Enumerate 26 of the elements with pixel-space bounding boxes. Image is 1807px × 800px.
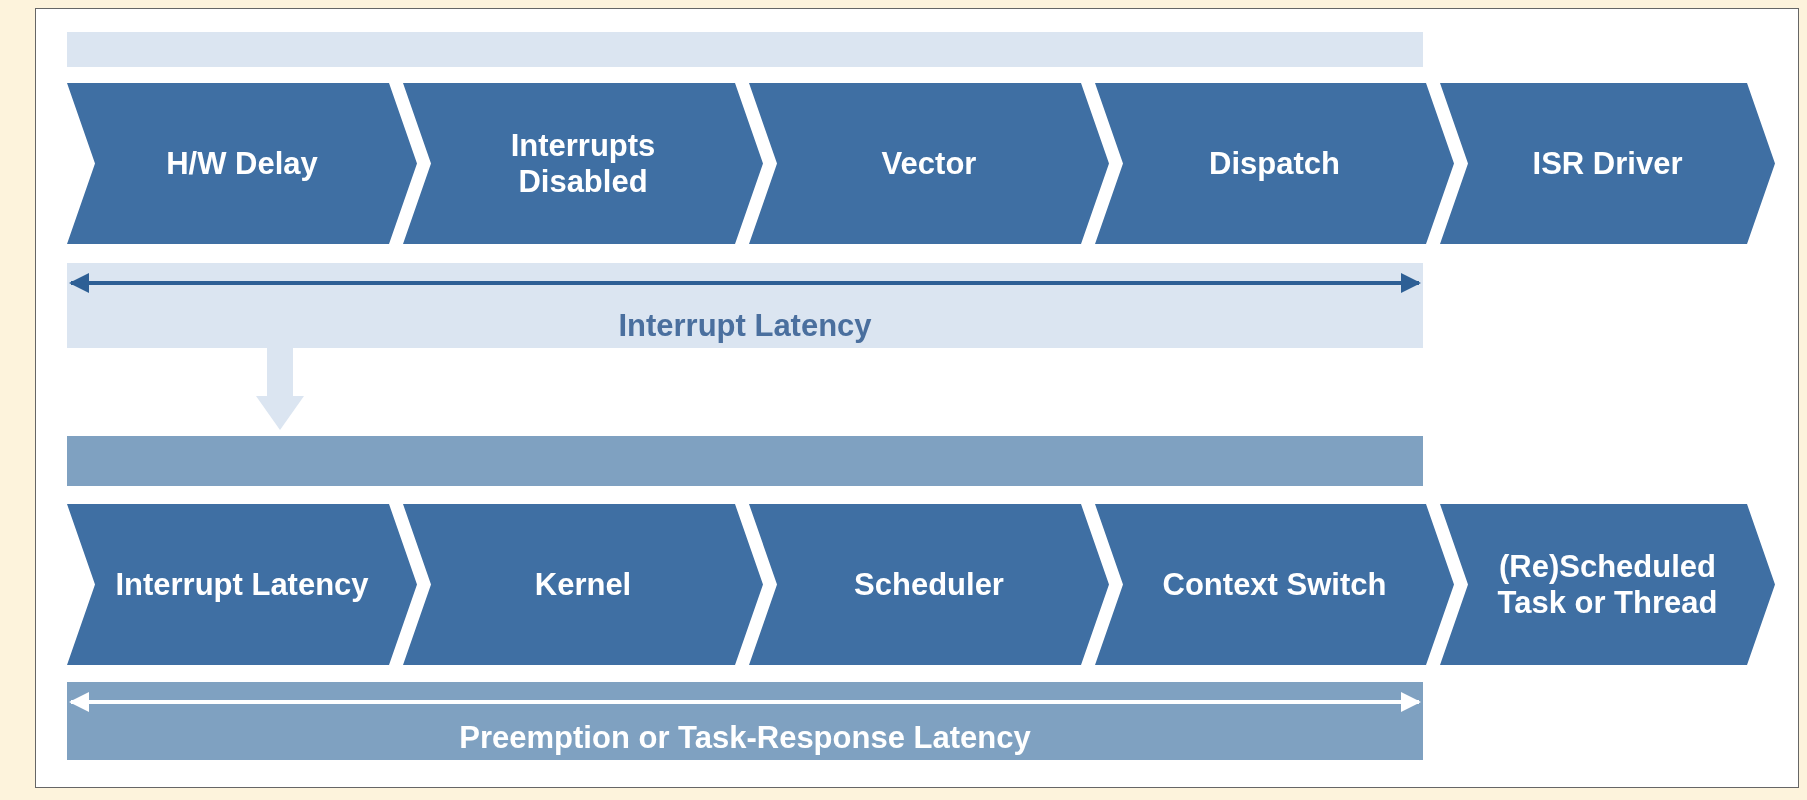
latency-label: Preemption or Task-Response Latency — [459, 720, 1031, 756]
step-label: (Re)Scheduled Task or Thread — [1496, 548, 1719, 621]
chevron-step — [749, 504, 1109, 665]
step-label: Interrupts Disabled — [509, 127, 657, 200]
step-label: Kernel — [533, 566, 633, 603]
chevron-step — [1095, 504, 1454, 665]
latency-band — [67, 682, 1423, 760]
chevron-step — [1095, 83, 1454, 244]
chevron-step — [749, 83, 1109, 244]
chevron-step — [1440, 83, 1775, 244]
step-label: H/W Delay — [165, 145, 319, 182]
step-label: Dispatch — [1208, 145, 1341, 182]
step-label: ISR Driver — [1531, 145, 1684, 182]
step-label: Vector — [880, 145, 978, 182]
chevron-step — [67, 83, 417, 244]
chevron-step — [403, 83, 763, 244]
chevron-step — [1440, 504, 1775, 665]
step-label: Context Switch — [1161, 566, 1388, 603]
step-label: Interrupt Latency — [114, 566, 370, 603]
arrow — [256, 348, 304, 430]
chevron-step — [403, 504, 763, 665]
latency-band — [67, 263, 1423, 348]
latency-bar — [67, 436, 1423, 486]
step-label: Scheduler — [853, 566, 1005, 603]
chevron-step — [67, 504, 417, 665]
latency-label: Interrupt Latency — [618, 308, 872, 344]
